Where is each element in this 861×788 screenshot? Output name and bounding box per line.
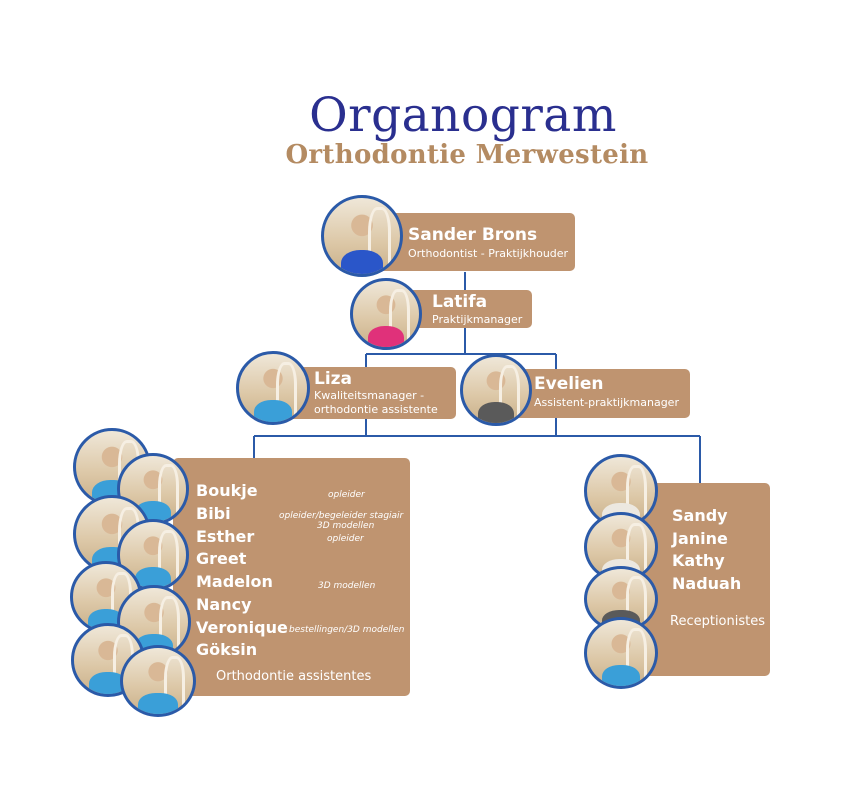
assistant-name: Greet	[196, 549, 247, 568]
manager-box: Latifa Praktijkmanager	[400, 290, 532, 328]
manager-name: Latifa	[432, 292, 488, 312]
assistant-photo	[120, 645, 196, 717]
note-madelon: 3D modellen	[318, 581, 376, 591]
note-esther: opleider	[327, 534, 364, 544]
note-boukje: opleider	[328, 490, 365, 500]
manager-photo	[350, 278, 422, 350]
assistant-manager-name: Evelien	[534, 374, 604, 394]
page-title: Organogram	[309, 88, 617, 143]
assistant-manager-role: Assistent-praktijkmanager	[534, 396, 679, 409]
owner-role: Orthodontist - Praktijkhouder	[408, 247, 569, 260]
assistant-photo	[117, 519, 189, 591]
manager-role: Praktijkmanager	[432, 313, 523, 326]
assistant-name: Madelon	[196, 572, 273, 591]
assistants-box	[173, 458, 410, 696]
quality-photo	[236, 351, 310, 425]
assistant-name: Esther	[196, 527, 255, 546]
note-bibi-3d: 3D modellen	[317, 521, 375, 531]
reception-label: Receptionistes	[670, 614, 765, 629]
quality-name: Liza	[314, 369, 353, 389]
assistant-name: Veronique	[196, 618, 288, 637]
assistant-name: Göksin	[196, 640, 258, 659]
receptionist-name: Janine	[672, 529, 728, 548]
assistants-label: Orthodontie assistentes	[216, 669, 372, 684]
quality-role-line2: orthodontie assistente	[314, 403, 438, 416]
owner-name: Sander Brons	[408, 225, 538, 245]
receptionist-photo	[584, 617, 658, 689]
note-bibi: opleider/begeleider stagiair	[279, 511, 404, 521]
assistant-manager-photo	[460, 354, 532, 426]
receptionist-name: Naduah	[672, 574, 742, 593]
page-subtitle: Orthodontie Merwestein	[285, 140, 649, 170]
receptionist-name: Kathy	[672, 551, 725, 570]
note-veronique: bestellingen/3D modellen	[289, 625, 405, 635]
assistant-manager-box: Evelien Assistent-praktijkmanager	[503, 369, 690, 418]
quality-role-line1: Kwaliteitsmanager -	[314, 389, 425, 402]
owner-photo	[321, 195, 403, 277]
assistant-name: Bibi	[196, 504, 231, 523]
assistant-name: Boukje	[196, 481, 258, 500]
receptionist-name: Sandy	[672, 506, 728, 525]
assistant-name: Nancy	[196, 595, 252, 614]
